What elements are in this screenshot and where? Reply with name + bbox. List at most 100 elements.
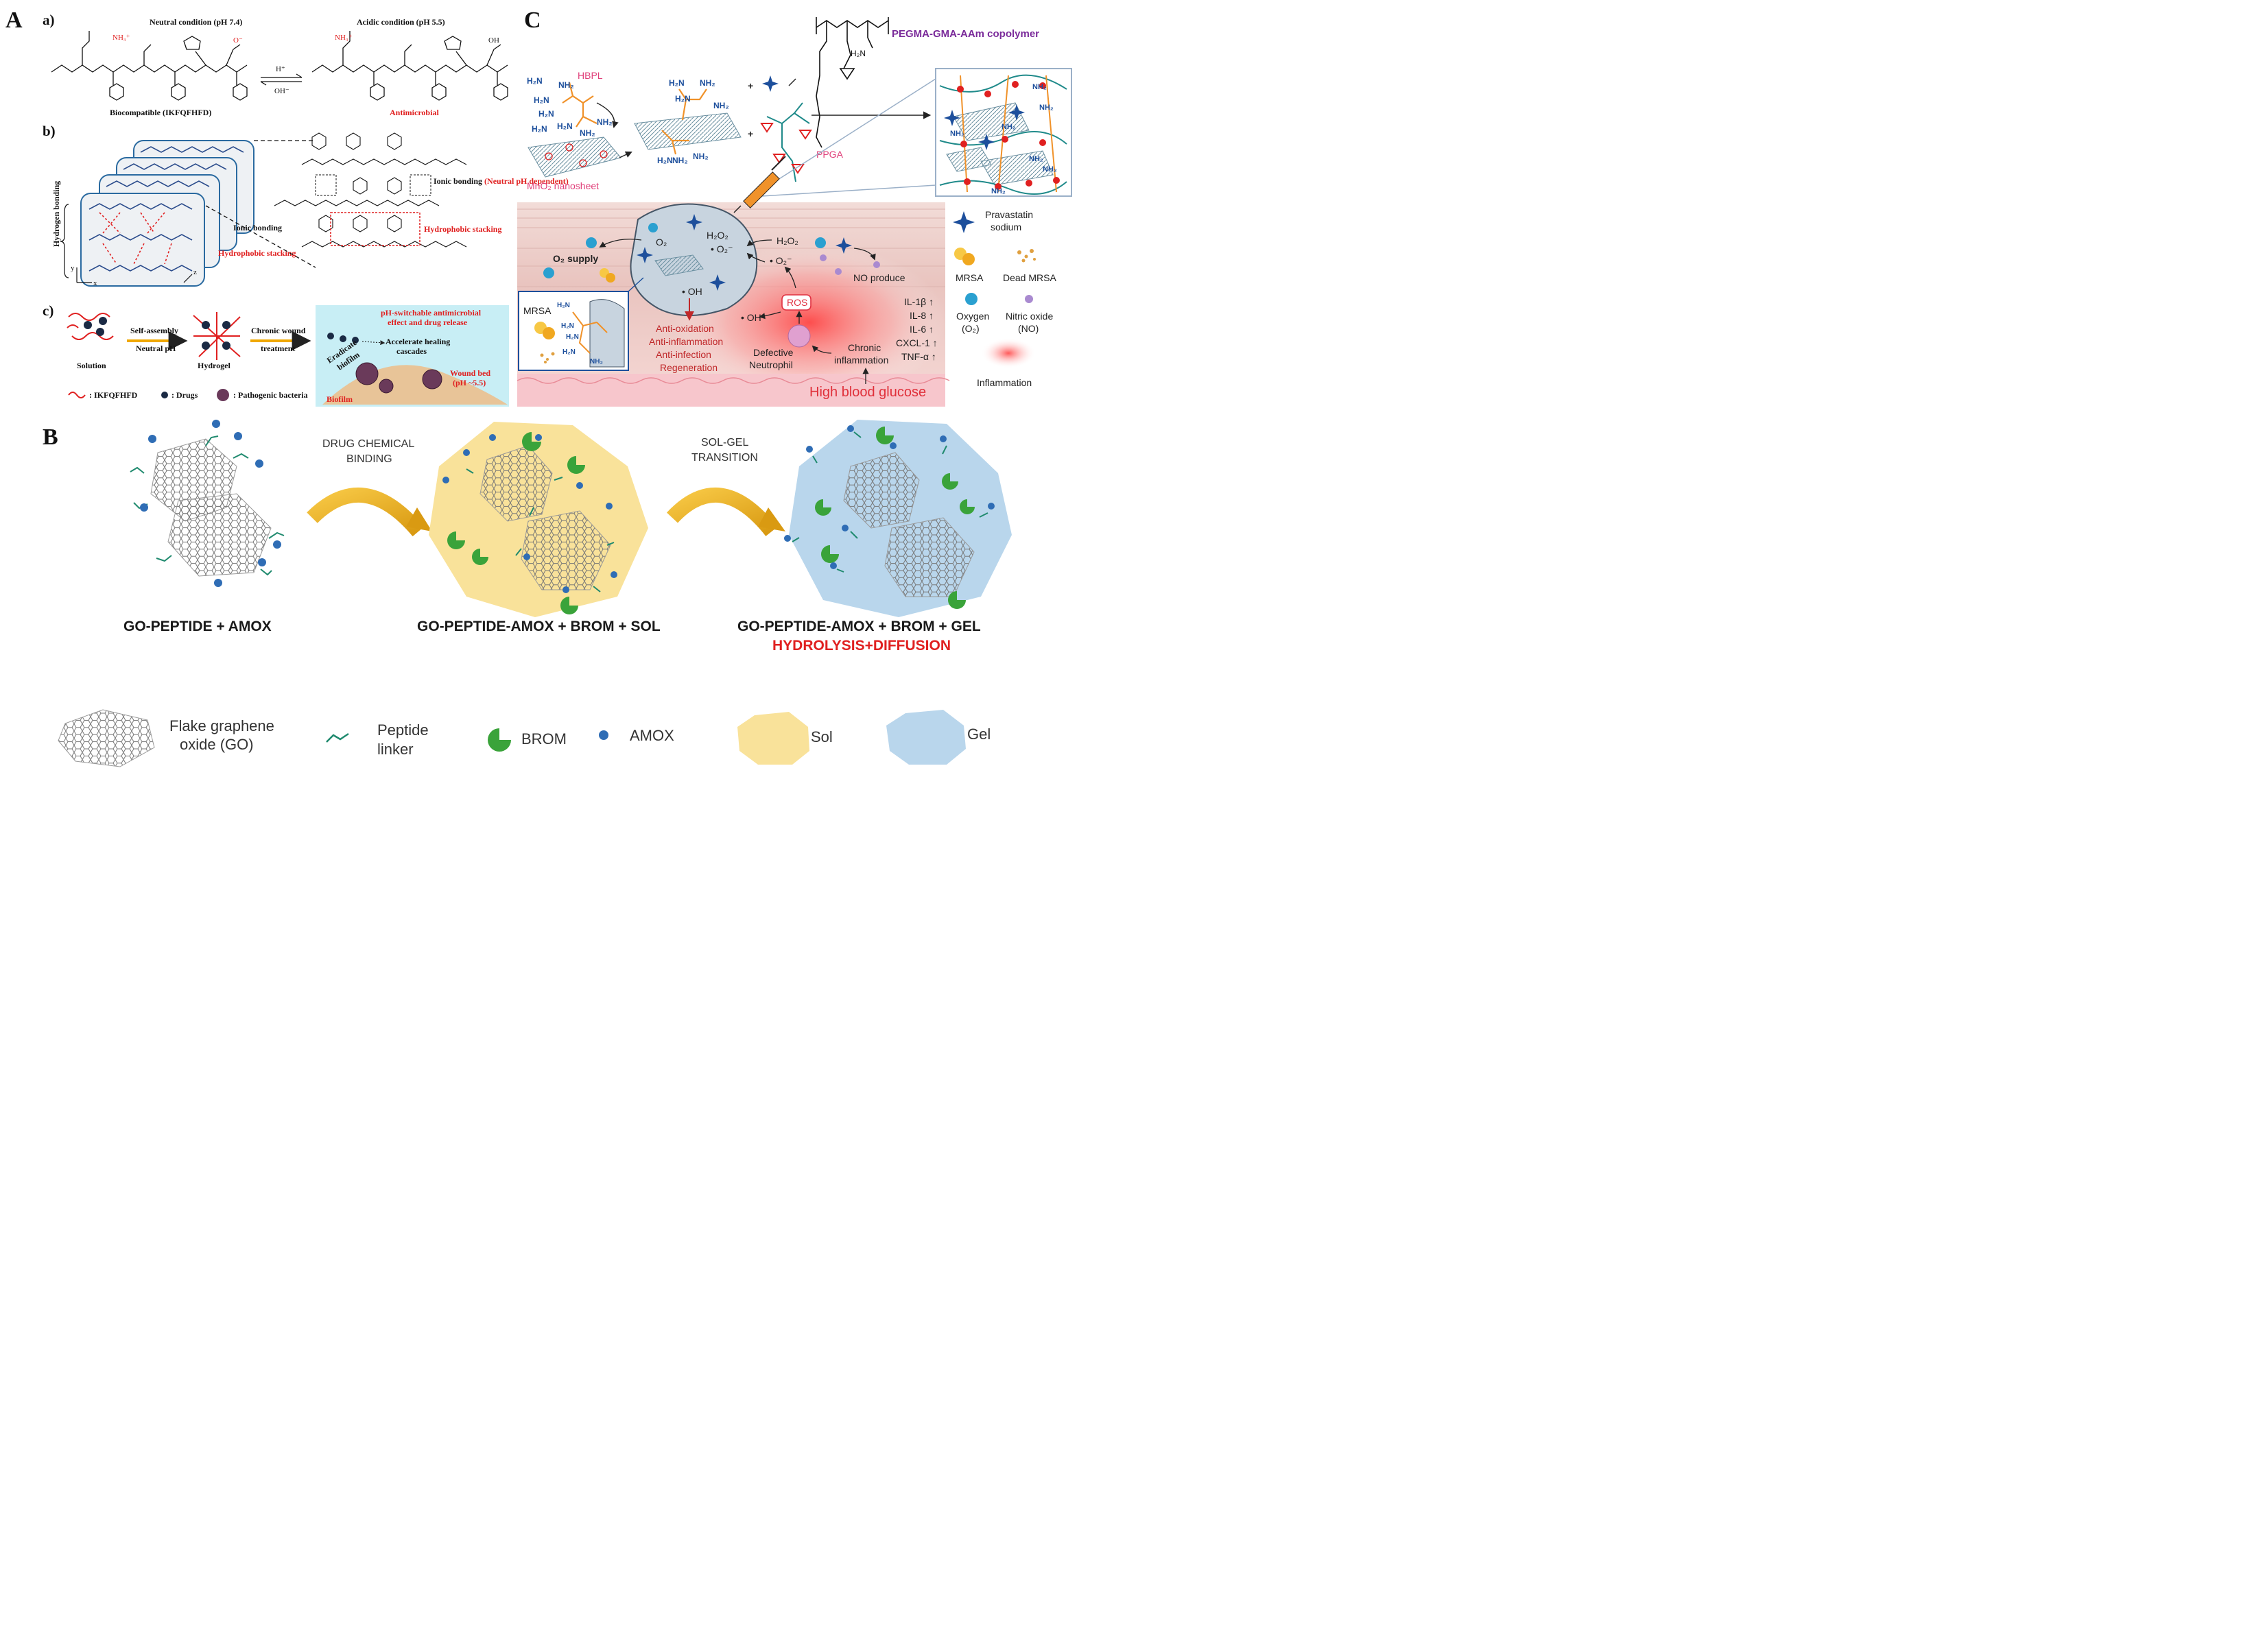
legend-mrsa: MRSA bbox=[956, 272, 984, 283]
mrsa-cell bbox=[543, 327, 555, 339]
legend-gel-icon bbox=[886, 710, 966, 765]
svg-text:H₂N: H₂N bbox=[534, 95, 549, 105]
plus-sign-1: + bbox=[748, 80, 753, 91]
coo-label-neutral: O⁻ bbox=[233, 36, 243, 45]
zoom-line-bottom bbox=[205, 205, 316, 268]
hydrophobic-note: Hydrophobic stacking bbox=[424, 224, 501, 234]
step1-line2: BINDING bbox=[346, 453, 392, 465]
chronic-arrow bbox=[811, 345, 832, 354]
arrow-step1 bbox=[307, 488, 425, 537]
legend-amox-icon bbox=[599, 730, 608, 740]
legend-peptide-icon bbox=[326, 732, 349, 743]
svg-text:Anti-oxidation: Anti-oxidation bbox=[656, 323, 714, 334]
wound-bed-label-1: Wound bed bbox=[450, 368, 490, 378]
figure-canvas: A a) Neutral condition (pH 7.4) Acidic c… bbox=[0, 0, 1076, 784]
chronic-label-2: inflammation bbox=[834, 355, 888, 366]
svg-text:Regeneration: Regeneration bbox=[660, 362, 718, 373]
panel-c-letter: C bbox=[524, 8, 541, 33]
legend-nitric-1: Nitric oxide bbox=[1006, 311, 1053, 322]
neutral-ph-label: Neutral pH bbox=[136, 344, 176, 353]
svg-text:H₂N: H₂N bbox=[538, 109, 554, 119]
svg-text:H₂N: H₂N bbox=[527, 76, 543, 86]
legend-bacteria-icon bbox=[217, 389, 229, 401]
axis-z: z bbox=[193, 268, 197, 276]
caption-3-red: HYDROLYSIS+DIFFUSION bbox=[772, 638, 951, 654]
panel-a-a-label: a) bbox=[43, 12, 55, 28]
panel-a-c-label: c) bbox=[43, 302, 54, 319]
oxygen-dot bbox=[648, 223, 658, 232]
cooh-label-acidic: OH bbox=[488, 36, 499, 45]
svg-text:IL-1β ↑: IL-1β ↑ bbox=[904, 296, 934, 307]
svg-text:NH₂: NH₂ bbox=[1039, 104, 1054, 112]
legend-sol: Sol bbox=[811, 728, 833, 745]
equilibrium-arrows bbox=[260, 73, 303, 86]
svg-text:NH₂: NH₂ bbox=[693, 152, 709, 161]
drug-dot bbox=[340, 335, 346, 342]
oxygen-dot bbox=[815, 237, 826, 248]
pravastatin-icon bbox=[953, 211, 975, 233]
o2-radical-b: • O₂⁻ bbox=[770, 255, 792, 266]
drug-dot bbox=[352, 337, 359, 344]
svg-text:Anti-infection: Anti-infection bbox=[656, 349, 711, 360]
legend-amox: AMOX bbox=[630, 727, 674, 744]
svg-text:NH₂: NH₂ bbox=[672, 156, 688, 165]
gel-contents bbox=[784, 425, 995, 609]
drug-dot bbox=[327, 333, 334, 339]
legend-dead-mrsa: Dead MRSA bbox=[1003, 272, 1056, 283]
o2-radical-arrow bbox=[746, 252, 766, 263]
legend-oxygen-1: Oxygen bbox=[956, 311, 989, 322]
axes-icon bbox=[76, 267, 193, 283]
effects-list: Anti-oxidation Anti-inflammation Anti-in… bbox=[649, 323, 723, 373]
svg-text:NH₂: NH₂ bbox=[558, 80, 574, 90]
vessel-wave bbox=[517, 377, 950, 384]
high-glucose-label: High blood glucose bbox=[809, 385, 926, 400]
legend-bacteria: : Pathogenic bacteria bbox=[233, 390, 308, 400]
hbpl-label: HBPL bbox=[578, 70, 603, 81]
legend-go-icon bbox=[58, 709, 155, 767]
inflammation-icon bbox=[981, 338, 1036, 368]
mno2-sheet bbox=[528, 136, 621, 178]
hydrogel-icon bbox=[193, 312, 241, 360]
svg-text:H₂N: H₂N bbox=[561, 322, 574, 330]
wound-bed-label-2: (pH ~5.5) bbox=[453, 378, 486, 387]
hydrophobic-stacking-label: Hydrophobic stacking bbox=[218, 248, 296, 258]
o2-radical-a: • O₂⁻ bbox=[711, 243, 733, 254]
mno2-charges bbox=[545, 143, 608, 167]
step2-line2: TRANSITION bbox=[691, 452, 758, 464]
nh3-label-neutral: NH₃⁺ bbox=[112, 34, 130, 42]
ppga-label: PPGA bbox=[816, 149, 844, 160]
ros-badge bbox=[781, 294, 811, 311]
hydrophobic-box bbox=[330, 212, 420, 246]
step2-line1: SOL-GEL bbox=[701, 437, 748, 448]
nh2-copolymer: H₂N bbox=[851, 49, 866, 58]
legend-nitric-2: (NO) bbox=[1018, 323, 1039, 334]
oh-minus: OH⁻ bbox=[274, 87, 289, 95]
copolymer-structure bbox=[816, 17, 889, 148]
h2o2-left: H₂O₂ bbox=[707, 230, 728, 241]
star-in-blob bbox=[686, 214, 702, 230]
bacterium bbox=[379, 379, 394, 394]
h-plus: H⁺ bbox=[276, 65, 285, 73]
solution-label: Solution bbox=[77, 361, 106, 370]
zoom-line-c1 bbox=[750, 184, 936, 197]
svg-text:NH₂: NH₂ bbox=[1002, 123, 1016, 131]
axis-y: y bbox=[71, 264, 75, 272]
svg-text:NH₂: NH₂ bbox=[700, 78, 715, 88]
ros-o2-arrow bbox=[784, 266, 796, 289]
solution-icon bbox=[67, 313, 114, 340]
ph-switch-label-2: effect and drug release bbox=[388, 318, 468, 327]
copolymer-dash bbox=[788, 78, 796, 86]
ionic-box-1 bbox=[315, 174, 337, 196]
no-dot bbox=[835, 268, 842, 275]
no-dot bbox=[873, 261, 880, 268]
panel-c-legend: Pravastatin sodium MRSA Dead MRSA Oxygen… bbox=[953, 209, 1056, 388]
nitric-icon bbox=[1025, 295, 1033, 303]
arrow-step2-head bbox=[758, 507, 785, 531]
axis-x: x bbox=[93, 279, 97, 287]
ros-oh-arrow bbox=[759, 311, 781, 320]
legend-peptide-2: linker bbox=[377, 741, 414, 758]
oh-a: • OH bbox=[682, 286, 702, 297]
svg-text:CXCL-1 ↑: CXCL-1 ↑ bbox=[896, 337, 938, 348]
